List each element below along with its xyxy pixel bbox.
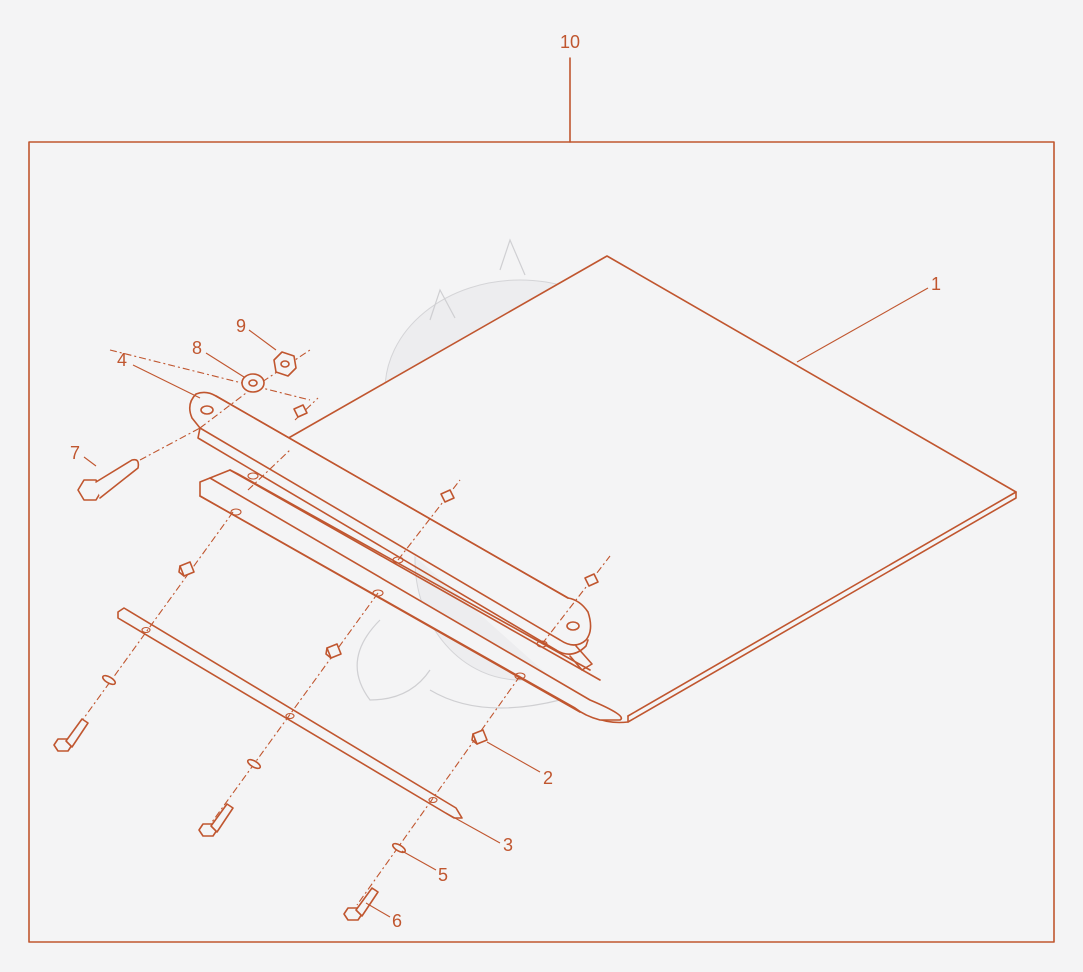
part-3-strip <box>117 607 463 819</box>
washers <box>101 674 407 854</box>
callout-3: 3 <box>503 835 513 855</box>
callout-10: 10 <box>560 32 580 52</box>
bolts-lower <box>53 718 379 921</box>
assembly-frame <box>28 141 1055 943</box>
callout-6: 6 <box>392 911 402 931</box>
callout-5: 5 <box>438 865 448 885</box>
part-2-channel <box>199 469 623 721</box>
spacers <box>178 404 599 745</box>
part-callouts: 1 2 3 4 5 6 7 8 9 <box>70 274 941 931</box>
callout-4: 4 <box>117 350 127 370</box>
leader-lines <box>83 287 929 918</box>
callout-2: 2 <box>543 768 553 788</box>
callout-9: 9 <box>236 316 246 336</box>
part-1-plate <box>284 255 1017 724</box>
center-lines <box>67 349 611 906</box>
part-9-nut <box>273 351 297 377</box>
part-7-bolt <box>77 458 140 501</box>
callout-8: 8 <box>192 338 202 358</box>
part-8-washer <box>241 373 265 393</box>
callout-1: 1 <box>931 274 941 294</box>
part-4-bracket <box>188 391 592 655</box>
callout-7: 7 <box>70 443 80 463</box>
